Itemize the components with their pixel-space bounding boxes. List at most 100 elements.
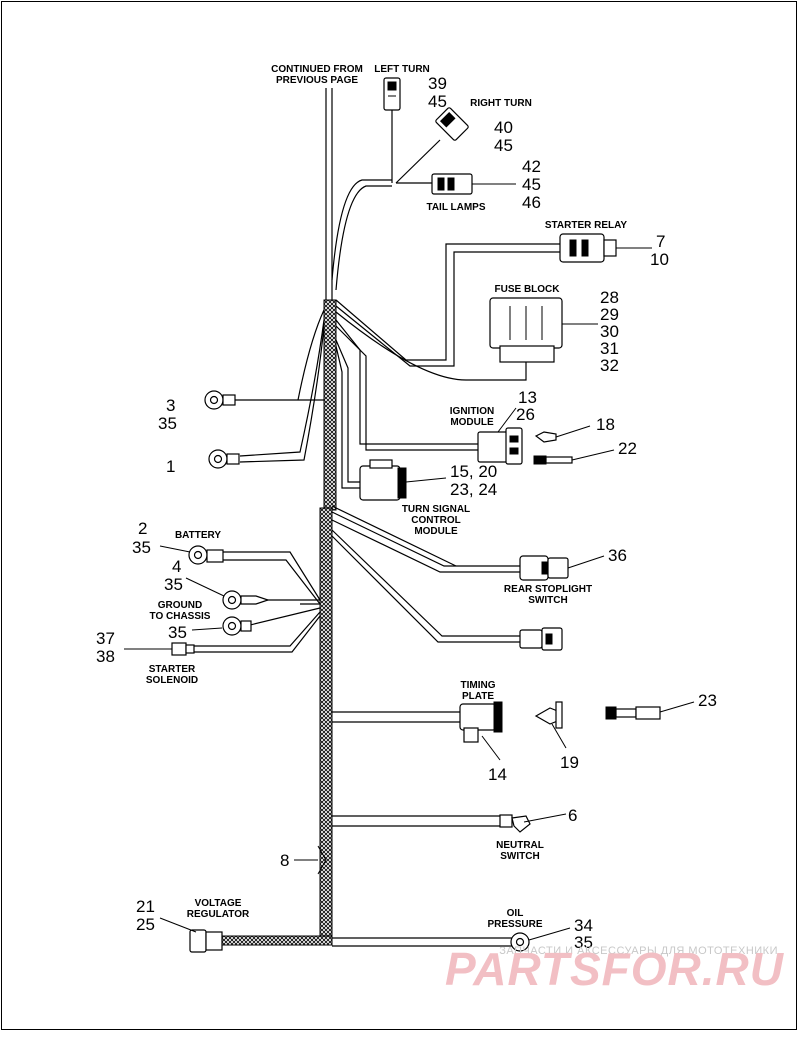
callout-ground-a-1: 4 [172, 557, 181, 576]
turn-signal-control-module [359, 459, 447, 501]
label-stoplight-1: REAR STOPLIGHT [504, 584, 592, 595]
label-left-turn: LEFT TURN [374, 64, 430, 75]
label-neutral-2: SWITCH [500, 851, 539, 862]
callout-fuse-5: 32 [600, 356, 619, 375]
terminal-23 [605, 701, 695, 720]
callout-right-turn-1: 40 [494, 118, 513, 137]
oil-pressure-switch [510, 927, 571, 952]
callout-tail-2: 45 [522, 175, 541, 194]
watermark: ЗАПЧАСТИ И АКСЕССУАРЫ ДЛЯ МОТОТЕХНИКИ PA… [445, 943, 785, 995]
label-regulator-2: REGULATOR [187, 909, 250, 920]
callout-regulator-1: 21 [136, 897, 155, 916]
label-oil-2: PRESSURE [487, 919, 542, 930]
callout-6: 6 [568, 806, 577, 825]
main-harness [219, 88, 337, 946]
label-solenoid-2: SOLENOID [146, 675, 198, 686]
label-oil-1: OIL [507, 908, 524, 919]
starter-solenoid-connector [124, 642, 195, 656]
label-continued-1: CONTINUED FROM [271, 64, 363, 75]
voltage-regulator-connector [159, 917, 223, 953]
callout-14: 14 [488, 765, 507, 784]
timing-plate-connector [459, 701, 503, 761]
connector-unlabeled [519, 627, 563, 651]
callout-oil-2: 35 [574, 933, 593, 952]
pin-terminal-22 [533, 449, 615, 465]
callout-ignition-1: 13 [518, 388, 537, 407]
callout-regulator-2: 25 [136, 915, 155, 934]
pin-terminal-18 [534, 425, 591, 443]
callout-19: 19 [560, 753, 579, 772]
label-tail-lamps: TAIL LAMPS [426, 202, 485, 213]
starter-relay [559, 233, 652, 263]
upper-wires [234, 110, 560, 489]
callout-8: 8 [280, 851, 289, 870]
callout-turn-signal-1: 15, 20 [450, 462, 497, 481]
cable-tie-8 [294, 845, 327, 875]
callout-solenoid-2: 38 [96, 647, 115, 666]
ring-terminal-lower [208, 449, 240, 469]
callout-right-turn-2: 45 [494, 136, 513, 155]
label-turn-signal-2: CONTROL [411, 515, 460, 526]
label-ground-2: TO CHASSIS [150, 611, 211, 622]
label-ground-1: GROUND [158, 600, 202, 611]
label-continued-2: PREVIOUS PAGE [276, 75, 358, 86]
callout-battery-1: 2 [138, 519, 147, 538]
watermark-caption: ЗАПЧАСТИ И АКСЕССУАРЫ ДЛЯ МОТОТЕХНИКИ [499, 945, 778, 957]
callout-left-turn-2: 45 [428, 92, 447, 111]
component-labels: CONTINUED FROM PREVIOUS PAGE LEFT TURN R… [146, 64, 628, 930]
callout-tail-1: 42 [522, 157, 541, 176]
neutral-switch-connector [499, 813, 567, 833]
watermark-brand: PARTSFOR.RU [445, 943, 785, 995]
callout-numbers: 39 45 40 45 42 45 46 7 10 28 29 30 31 32… [96, 74, 717, 952]
callout-ring-upper-1: 3 [166, 396, 175, 415]
ground-to-chassis-terminals [185, 577, 270, 636]
label-regulator-1: VOLTAGE [195, 898, 242, 909]
callout-relay-1: 7 [656, 232, 665, 251]
label-battery: BATTERY [175, 530, 221, 541]
callout-battery-2: 35 [132, 538, 151, 557]
callout-ring-lower: 1 [166, 457, 175, 476]
label-starter-relay: STARTER RELAY [545, 220, 628, 231]
callout-fuse-2: 29 [600, 305, 619, 324]
callout-18: 18 [596, 415, 615, 434]
plug-19 [534, 701, 567, 749]
rear-stoplight-switch [519, 555, 605, 581]
label-turn-signal-3: MODULE [414, 526, 458, 537]
label-timing-2: PLATE [462, 691, 494, 702]
callout-fuse-3: 30 [600, 322, 619, 341]
lower-wires [194, 505, 520, 947]
ring-terminal-upper [204, 390, 236, 410]
label-solenoid-1: STARTER [149, 664, 196, 675]
label-neutral-1: NEUTRAL [496, 840, 544, 851]
callout-ground-a-2: 35 [164, 575, 183, 594]
battery-terminal [159, 545, 224, 565]
label-stoplight-2: SWITCH [528, 595, 567, 606]
label-fuse-block: FUSE BLOCK [495, 284, 561, 295]
label-right-turn: RIGHT TURN [470, 98, 532, 109]
callout-turn-signal-2: 23, 24 [450, 480, 497, 499]
callout-23: 23 [698, 691, 717, 710]
fuse-block [489, 297, 598, 363]
callout-left-turn-1: 39 [428, 74, 447, 93]
callout-relay-2: 10 [650, 250, 669, 269]
callout-ignition-2: 26 [516, 405, 535, 424]
callout-oil-1: 34 [574, 916, 593, 935]
callout-fuse-1: 28 [600, 288, 619, 307]
callout-36: 36 [608, 546, 627, 565]
callout-ground-b: 35 [168, 623, 187, 642]
callout-22: 22 [618, 439, 637, 458]
callout-fuse-4: 31 [600, 339, 619, 358]
callout-solenoid-1: 37 [96, 629, 115, 648]
callout-ring-upper-2: 35 [158, 414, 177, 433]
label-turn-signal-1: TURN SIGNAL [402, 504, 470, 515]
tail-lamps-connector [431, 173, 516, 195]
label-timing-1: TIMING [461, 680, 496, 691]
ignition-module-connector [477, 407, 523, 465]
label-ignition-1: IGNITION [450, 406, 494, 417]
label-ignition-2: MODULE [450, 417, 494, 428]
right-turn-connector [435, 107, 469, 141]
left-turn-connector [383, 77, 401, 111]
